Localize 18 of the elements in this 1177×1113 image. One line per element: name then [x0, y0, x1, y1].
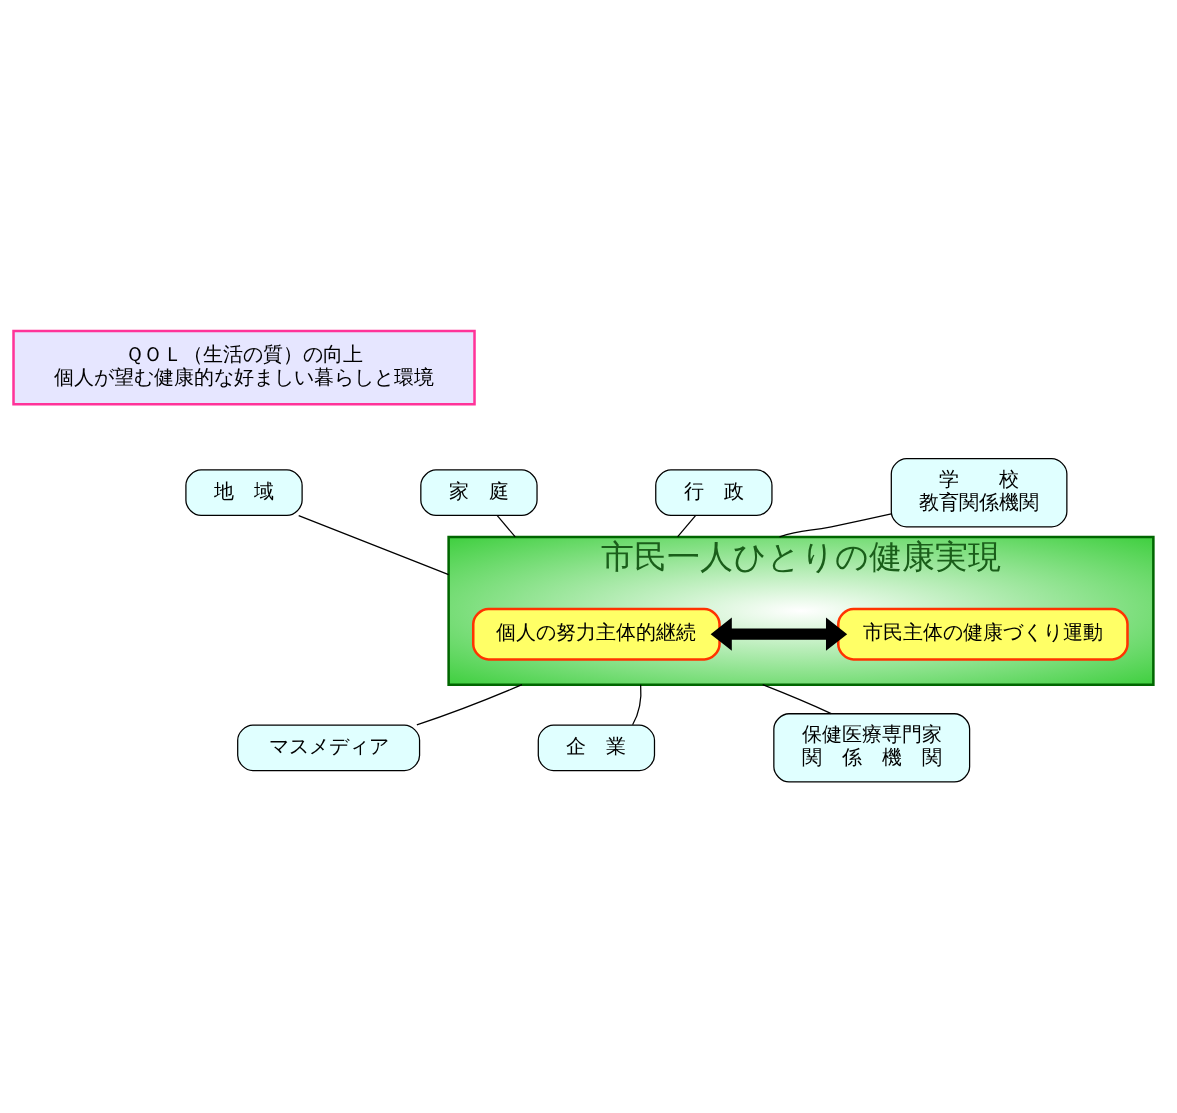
connector — [762, 684, 832, 715]
node-box: マスメディア — [237, 724, 421, 772]
connector — [778, 513, 892, 538]
connector — [416, 684, 523, 726]
node-box: 家 庭 — [420, 469, 538, 517]
node-box: 学 校 教育関係機関 — [890, 458, 1068, 528]
connector — [298, 514, 450, 576]
node-box: 地 域 — [185, 469, 303, 517]
node-box: ＱＯＬ（生活の質）の向上 個人が望む健康的な好ましい暮らしと環境 — [12, 329, 476, 406]
connector — [632, 684, 642, 726]
connector — [676, 515, 697, 538]
node-box: 行 政 — [655, 469, 773, 517]
node-box: 企 業 — [537, 724, 656, 772]
arrow — [710, 617, 848, 651]
node-box: 個人の努力主体的継続 — [472, 607, 721, 661]
node-box: 市民主体の健康づくり運動 — [837, 607, 1129, 661]
node-box: 保健医療専門家 関 係 機 関 — [773, 713, 971, 783]
connector — [496, 515, 516, 538]
